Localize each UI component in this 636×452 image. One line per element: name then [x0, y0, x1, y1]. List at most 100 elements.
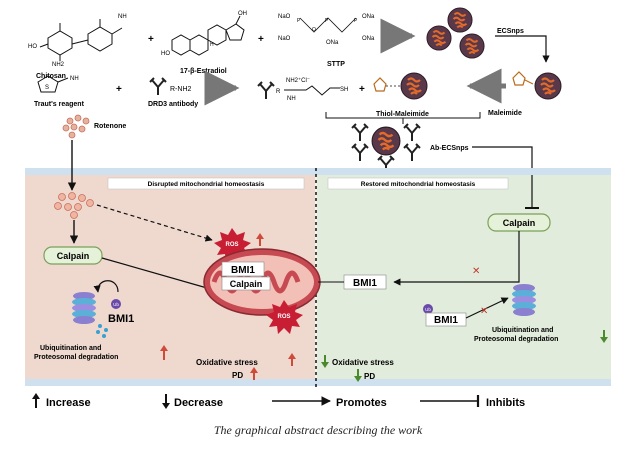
maleimide-label: Maleimide [488, 110, 522, 117]
chitosan-structure [39, 19, 123, 61]
nh-label: NH [118, 14, 127, 20]
ub-label: Ub [425, 307, 431, 312]
increase-arrow-head [250, 367, 258, 373]
nh-label: NH [287, 96, 296, 102]
oh-label: OH [238, 11, 247, 17]
right-title-box [327, 177, 509, 190]
increase-arrow-head [288, 353, 296, 359]
calpain-node-left [43, 246, 103, 265]
calpain-right-label: Calpain [503, 218, 536, 228]
pd-right-label: PD [364, 372, 375, 381]
legend-promotes-label: Promotes [336, 397, 387, 409]
bmi1-mito-box [221, 261, 265, 277]
nh2cl-label: NH2⁺Cl⁻ [286, 77, 310, 84]
bmi1-ub-box [425, 312, 467, 327]
nanoparticle [400, 72, 428, 100]
drd3-antibody-label: DRD3 antibody [148, 101, 198, 108]
rotenone-particles [62, 114, 90, 139]
h-label: H [210, 42, 214, 48]
trauts-reagent-structure [37, 75, 69, 93]
rotenone-intracellular [54, 192, 94, 219]
oxstress-right-label: Oxidative stress [332, 358, 394, 367]
decrease-arrow-head [321, 362, 329, 368]
ab-ecsnps-connector [472, 146, 533, 175]
maleimide-ring [373, 77, 387, 92]
nh2-label: NH2 [52, 62, 65, 68]
r-label: R [276, 89, 281, 95]
legend-increase-head [32, 393, 40, 399]
calpain-label: Calpain [57, 251, 90, 261]
ub-label: Ub [113, 302, 119, 307]
sttp-structure [299, 17, 357, 33]
plus-sign: + [148, 34, 154, 45]
blocked-x-mark: ✕ [472, 266, 480, 277]
calpain-to-mito-arrow [101, 257, 215, 292]
increase-arrow-head [160, 345, 168, 351]
left-panel-title: Disrupted mitochondrial homeostasis [148, 181, 265, 188]
ho-label-estradiol: HO [161, 51, 170, 57]
plus-sign: + [258, 34, 264, 45]
p-label: P [354, 18, 358, 24]
plus-sign: + [359, 84, 365, 95]
legend-inhibits-label: Inhibits [486, 397, 525, 409]
thiol-maleimide-label: Thiol-Maleimide [376, 111, 429, 118]
ros-burst-bottom [266, 300, 303, 334]
calpain-to-bmi1-arrow [393, 231, 520, 286]
right-panel-title: Restored mitochondrial homeostasis [361, 181, 476, 188]
ecsnps-label: ECSnps [497, 28, 524, 35]
s-label: S [45, 85, 49, 91]
bmi1-mito-label: BMI1 [231, 265, 255, 276]
legend: Increase Decrease Promotes Inhibits [32, 393, 525, 409]
ubiquitin-tag-left [111, 299, 121, 309]
maleimide-np [512, 71, 562, 100]
legend-increase-label: Increase [46, 397, 91, 409]
ecsnps-cluster [426, 7, 485, 59]
blocked-x-mark: ✕ [480, 306, 488, 317]
chitosan-label: Chitosan [36, 73, 66, 80]
pd-left-label: PD [232, 371, 243, 380]
sttp-label: STTP [327, 61, 345, 68]
r-nh2-label: R-NH2 [170, 86, 191, 93]
legend-decrease-head [162, 403, 170, 409]
ros-label: ROS [225, 242, 238, 248]
bmi1-ub-label: BMI1 [434, 315, 458, 326]
increase-arrow-head [256, 233, 264, 239]
rotenone-to-ros-arrow [96, 204, 213, 242]
ho-label: HO [28, 44, 37, 50]
figure-caption: The graphical abstract describing the wo… [213, 423, 423, 437]
ona-label: ONa [362, 36, 375, 42]
proteasome-right [512, 284, 536, 316]
o-label: O [312, 27, 316, 33]
calpain-mito-label: Calpain [230, 279, 263, 289]
ona-label: ONa [326, 40, 339, 46]
decrease-arrow-head [354, 376, 362, 382]
p-label: P [325, 18, 329, 24]
membrane-band-top [25, 168, 611, 175]
ecsnps-to-maleimide-arrow [495, 35, 550, 63]
trauts-reagent-label: Traut's reagent [34, 101, 85, 108]
ubiq-left-line2: Proteosomal degradation [34, 354, 118, 361]
ubiquitination-loop-arrow [93, 280, 119, 293]
estradiol-structure [171, 15, 245, 56]
p-label: P [297, 18, 301, 24]
ubiq-right-line1: Ubiquitination and [492, 327, 553, 334]
rotenone-label: Rotenone [94, 123, 126, 130]
membrane-band-bottom [25, 379, 611, 386]
nao-label: NaO [278, 14, 291, 20]
left-title-box [107, 177, 305, 190]
estradiol-label: 17-β-Estradiol [180, 68, 227, 75]
antibody-icon [257, 81, 275, 100]
nh-label: NH [70, 76, 79, 82]
plus-sign: + [116, 84, 122, 95]
ubiq-right-line2: Proteosomal degradation [474, 336, 558, 343]
nao-label: NaO [278, 36, 291, 42]
sh-label: SH [340, 87, 348, 93]
proteasome-left [72, 292, 108, 338]
oxstress-left-label: Oxidative stress [196, 358, 258, 367]
bmi1-right-label: BMI1 [353, 278, 377, 289]
decrease-arrow-head [600, 337, 608, 343]
ros-label: ROS [277, 314, 290, 320]
legend-decrease-label: Decrease [174, 397, 223, 409]
